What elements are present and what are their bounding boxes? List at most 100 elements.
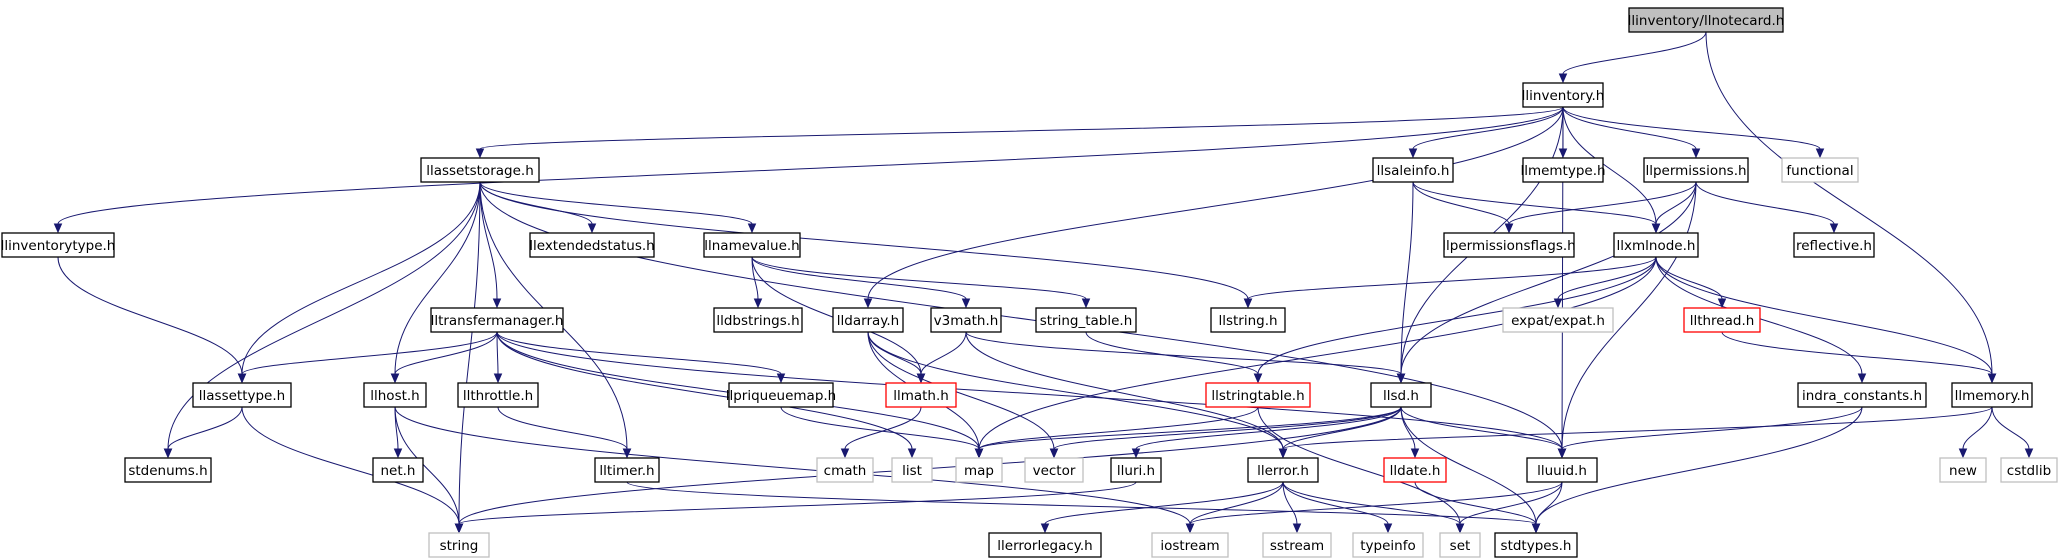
- node-box: [363, 382, 427, 408]
- node-llerrorlegacy[interactable]: llerrorlegacy.h: [988, 532, 1102, 558]
- node-label: reflective.h: [1796, 238, 1872, 254]
- node-reflective[interactable]: reflective.h: [1793, 232, 1875, 258]
- node-label: llmath.h: [893, 388, 949, 404]
- node-lldbstrings[interactable]: lldbstrings.h: [713, 307, 803, 333]
- node-lltransfermanager[interactable]: lltransfermanager.h: [430, 307, 564, 333]
- node-label: new: [1949, 463, 1977, 479]
- node-label: iostream: [1160, 538, 1219, 554]
- node-label: lldbstrings.h: [716, 313, 799, 329]
- node-cmath[interactable]: cmath: [816, 457, 874, 483]
- node-list[interactable]: list: [891, 457, 933, 483]
- edge-lltransfermanager-to-list: [496, 331, 917, 459]
- node-llinventorytype[interactable]: llinventorytype.h: [1, 232, 116, 258]
- node-llmath[interactable]: llmath.h: [885, 382, 957, 408]
- node-llpriqueuemap[interactable]: llpriqueuemap.h: [726, 382, 837, 408]
- node-box: [1502, 307, 1614, 333]
- node-box: [1247, 457, 1319, 483]
- node-llassettype[interactable]: llassettype.h: [192, 382, 292, 408]
- node-expat[interactable]: expat/expat.h: [1502, 307, 1614, 333]
- node-typeinfo[interactable]: typeinfo: [1352, 532, 1424, 558]
- node-llextendedstatus[interactable]: llextendedstatus.h: [529, 232, 655, 258]
- node-label: llsd.h: [1383, 388, 1419, 404]
- node-lldarray[interactable]: lldarray.h: [832, 307, 904, 333]
- edge-llerror-to-llerrorlegacy: [1040, 481, 1284, 534]
- node-box: [1939, 457, 1987, 483]
- node-label: llassettype.h: [199, 388, 285, 404]
- edge-llpermissions-to-llpermissionsflags: [1504, 181, 1697, 234]
- edge-llsaleinfo-to-llxmlnode: [1412, 181, 1661, 234]
- node-llpermissions[interactable]: llpermissions.h: [1643, 157, 1749, 183]
- node-label: llsaleinfo.h: [1377, 163, 1450, 179]
- node-llmemory[interactable]: llmemory.h: [1951, 382, 2033, 408]
- node-llerror[interactable]: llerror.h: [1247, 457, 1319, 483]
- node-label: typeinfo: [1360, 538, 1415, 554]
- node-box: [1522, 157, 1604, 183]
- node-lluri[interactable]: lluri.h: [1110, 457, 1162, 483]
- edge-llpermissions-to-llxmlnode: [1651, 181, 1697, 234]
- node-box: [192, 382, 292, 408]
- node-llthread[interactable]: llthread.h: [1683, 307, 1761, 333]
- node-lltimer[interactable]: lltimer.h: [594, 457, 660, 483]
- node-box: [728, 382, 834, 408]
- edge-llinventory-to-functional: [1562, 106, 1825, 159]
- edge-llthread-to-llmemory: [1721, 331, 1997, 384]
- node-set[interactable]: set: [1439, 532, 1481, 558]
- node-vector[interactable]: vector: [1024, 457, 1084, 483]
- edge-lluuid-to-stdtypes: [1531, 481, 1563, 534]
- node-box: [1151, 532, 1229, 558]
- node-v3math[interactable]: v3math.h: [930, 307, 1002, 333]
- node-box: [1439, 532, 1481, 558]
- node-llnamevalue[interactable]: llnamevalue.h: [703, 232, 801, 258]
- node-lldate[interactable]: lldate.h: [1383, 457, 1447, 483]
- node-box: [1951, 382, 2033, 408]
- node-stdtypes[interactable]: stdtypes.h: [1494, 532, 1578, 558]
- node-functional[interactable]: functional: [1781, 157, 1859, 183]
- node-llmemtype[interactable]: llmemtype.h: [1520, 157, 1606, 183]
- edge-llinventory-to-llinventorytype: [53, 106, 1564, 234]
- node-sstream[interactable]: sstream: [1262, 532, 1332, 558]
- node-string[interactable]: string: [428, 532, 490, 558]
- node-label: expat/expat.h: [1511, 313, 1605, 329]
- edge-v3math-to-llsd: [965, 331, 1406, 384]
- node-indra_constants[interactable]: indra_constants.h: [1797, 382, 1927, 408]
- edge-llnamevalue-to-string_table: [751, 256, 1091, 309]
- node-label: lluri.h: [1117, 463, 1155, 479]
- node-label: llinventorytype.h: [1, 238, 116, 254]
- node-map[interactable]: map: [955, 457, 1003, 483]
- node-box: [703, 232, 801, 258]
- node-label: llnamevalue.h: [704, 238, 800, 254]
- node-label: set: [1450, 538, 1471, 554]
- node-llsd[interactable]: llsd.h: [1370, 382, 1432, 408]
- node-llstringtable[interactable]: llstringtable.h: [1205, 382, 1311, 408]
- node-llxmlnode[interactable]: llxmlnode.h: [1613, 232, 1699, 258]
- node-llinventory[interactable]: llinventory.h: [1522, 82, 1605, 108]
- node-box: [1262, 532, 1332, 558]
- node-stdenums[interactable]: stdenums.h: [124, 457, 212, 483]
- node-new[interactable]: new: [1939, 457, 1987, 483]
- node-label: net.h: [380, 463, 415, 479]
- edge-llerror-to-iostream: [1185, 481, 1284, 534]
- node-llnotecard[interactable]: llinventory/llnotecard.h: [1628, 7, 1785, 33]
- node-box: [1628, 7, 1784, 33]
- node-cstdlib[interactable]: cstdlib: [2000, 457, 2058, 483]
- node-neth[interactable]: net.h: [372, 457, 424, 483]
- node-label: llmemory.h: [1955, 388, 2030, 404]
- node-label: string: [440, 538, 479, 554]
- node-llpermissionsflags[interactable]: llpermissionsflags.h: [1442, 232, 1576, 258]
- node-llthrottle[interactable]: llthrottle.h: [457, 382, 539, 408]
- node-iostream[interactable]: iostream: [1151, 532, 1229, 558]
- edge-llerror-to-set: [1282, 481, 1465, 534]
- node-llassetstorage[interactable]: llassetstorage.h: [420, 157, 540, 183]
- edge-string_table-to-llstringtable: [1085, 331, 1263, 384]
- node-label: lldarray.h: [837, 313, 899, 329]
- node-llsaleinfo[interactable]: llsaleinfo.h: [1372, 157, 1454, 183]
- node-llhost[interactable]: llhost.h: [363, 382, 427, 408]
- node-box: [420, 157, 540, 183]
- node-box: [124, 457, 212, 483]
- node-llstring[interactable]: llstring.h: [1210, 307, 1286, 333]
- node-box: [1352, 532, 1424, 558]
- node-lluuid[interactable]: lluuid.h: [1526, 457, 1598, 483]
- edge-llinventory-to-llassetstorage: [475, 106, 1564, 159]
- node-string_table[interactable]: string_table.h: [1035, 307, 1137, 333]
- edge-lldate-to-stdtypes: [1414, 481, 1541, 534]
